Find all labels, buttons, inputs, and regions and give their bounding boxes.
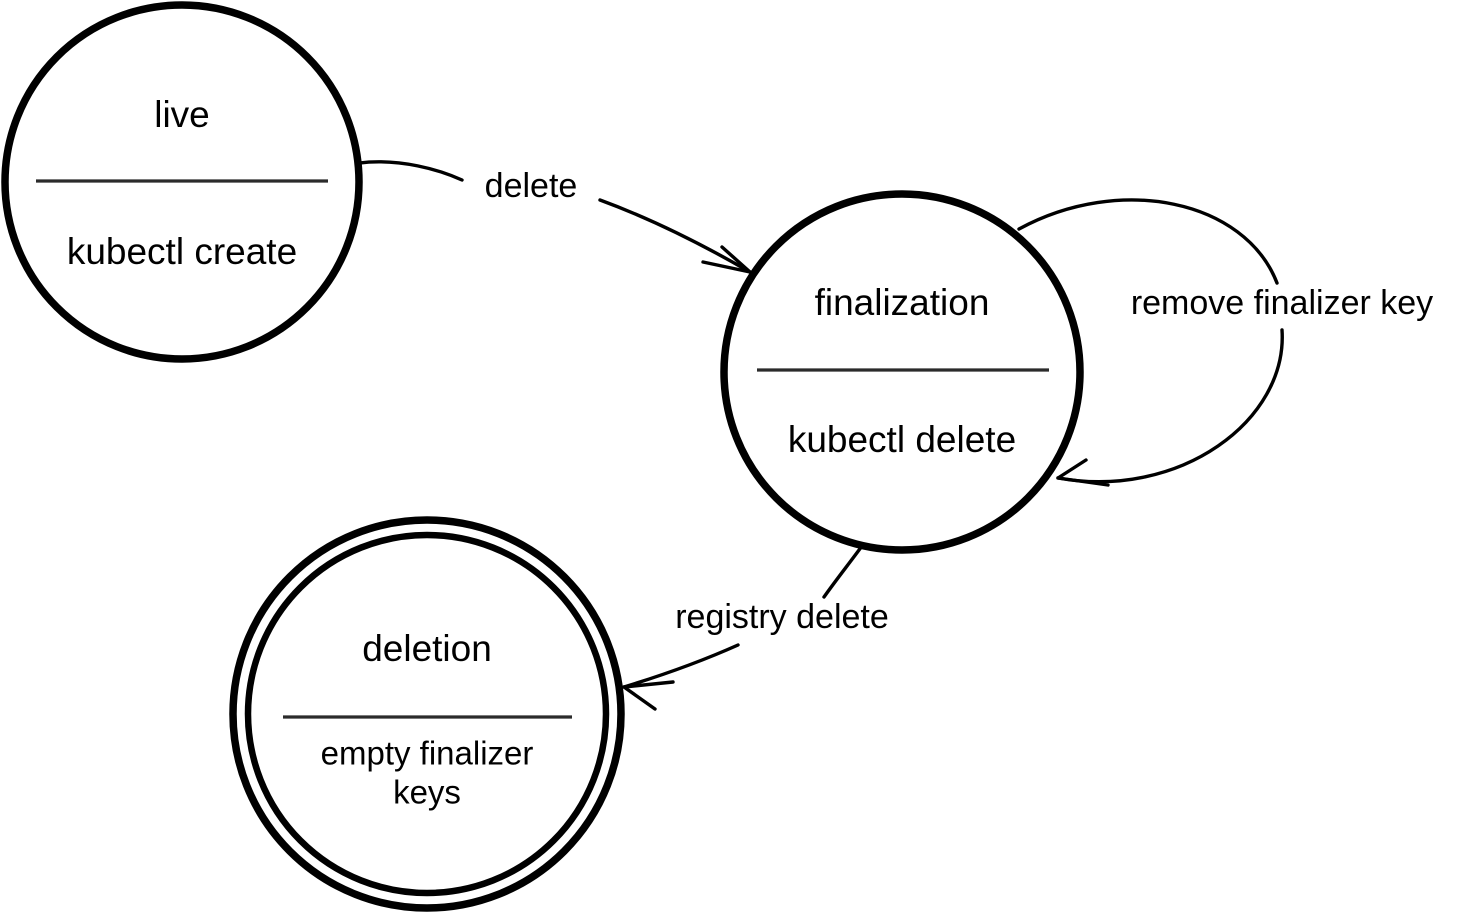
state-deletion-inner-circle: [244, 531, 610, 897]
state-finalization-detail: kubectl delete: [788, 419, 1016, 460]
transition-live-to-finalization[interactable]: delete: [357, 160, 752, 274]
state-node-finalization[interactable]: finalization kubectl delete: [720, 190, 1084, 554]
state-live-name: live: [154, 94, 210, 135]
transition-remove-finalizer-key-path-upper: [1017, 198, 1279, 285]
state-deletion-name: deletion: [362, 628, 492, 669]
transition-registry-delete-path-segment-b: [622, 643, 740, 689]
state-node-live[interactable]: live kubectl create: [1, 1, 363, 363]
transition-finalization-to-deletion[interactable]: registry delete: [622, 544, 889, 711]
state-node-deletion[interactable]: deletion empty finalizer keys: [229, 516, 625, 912]
transition-delete-path-segment-b: [598, 198, 752, 274]
state-finalization-name: finalization: [815, 282, 990, 323]
state-deletion-detail-line1: empty finalizer: [321, 735, 534, 772]
transition-delete-arrowhead: [701, 245, 752, 274]
state-deletion-detail-line2: keys: [393, 774, 461, 811]
transition-delete-label: delete: [485, 167, 578, 205]
state-live-detail: kubectl create: [67, 231, 297, 272]
state-finalization-circle: [720, 190, 1084, 554]
transition-delete-path-segment-a: [357, 160, 464, 182]
transition-remove-finalizer-key-arrowhead: [1056, 458, 1110, 487]
transition-registry-delete-path-segment-a: [822, 544, 864, 599]
transition-finalization-self-loop[interactable]: remove finalizer key: [1017, 198, 1433, 487]
transition-registry-delete-arrowhead: [622, 680, 675, 711]
transition-registry-delete-label: registry delete: [675, 598, 889, 636]
transition-remove-finalizer-key-label: remove finalizer key: [1131, 284, 1433, 322]
transition-remove-finalizer-key-path-lower: [1056, 328, 1284, 484]
